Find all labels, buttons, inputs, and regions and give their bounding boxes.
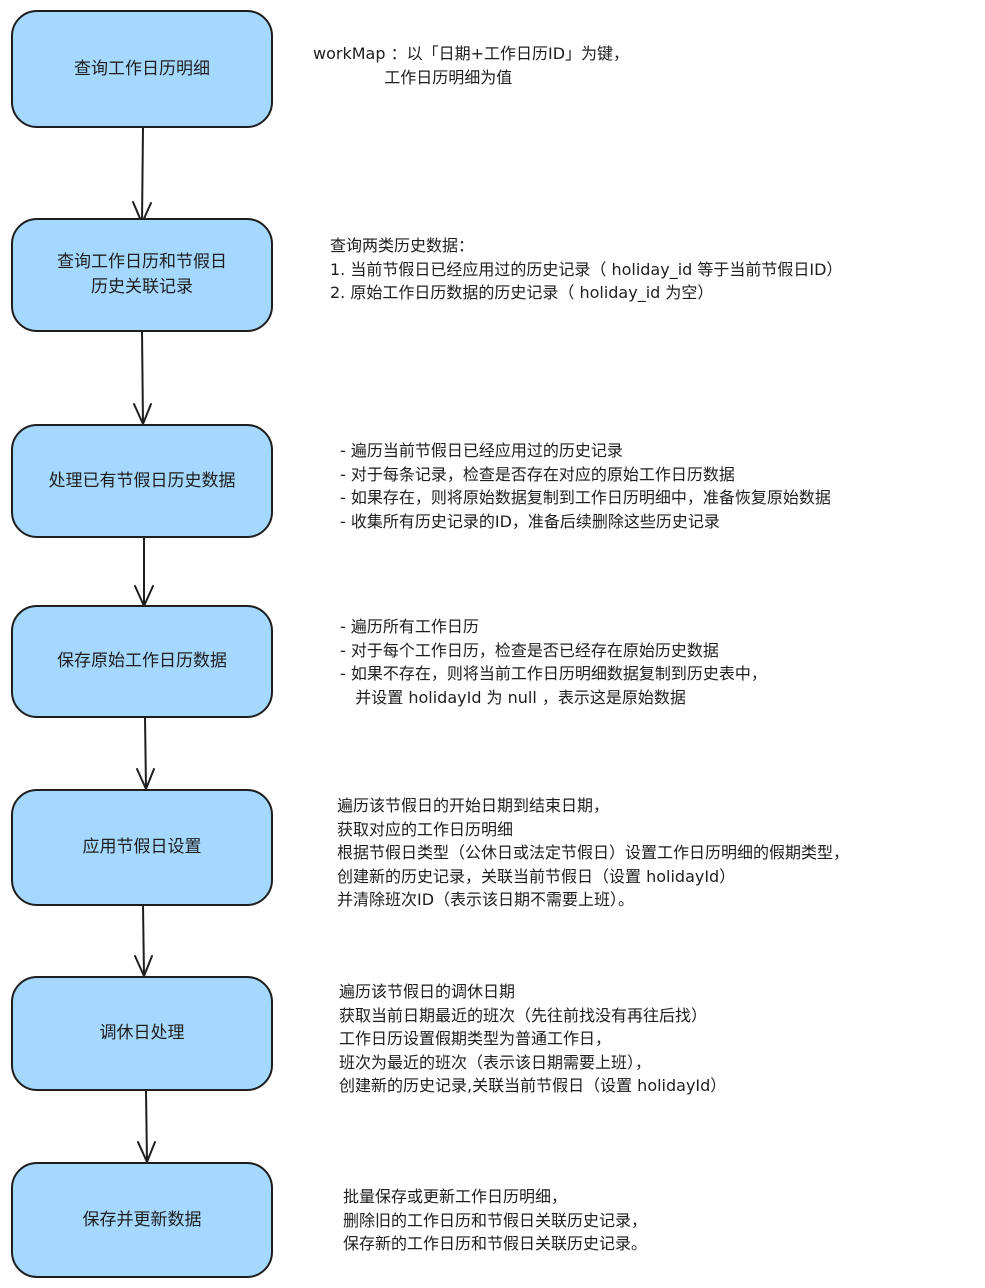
arrow-5-to-6	[134, 904, 153, 979]
note-line: 工作日历设置假期类型为普通工作日，	[339, 1029, 612, 1048]
step-box-make-up-day-processing: 调休日处理	[11, 976, 273, 1091]
note-line: - 如果存在，则将原始数据复制到工作日历明细中，准备恢复原始数据	[340, 488, 831, 507]
note-line: - 对于每条记录，检查是否存在对应的原始工作日历数据	[340, 464, 735, 484]
arrow-3-to-4	[134, 536, 154, 609]
note-line: 查询两类历史数据：	[330, 236, 475, 255]
note-line: - 遍历当前节假日已经应用过的历史记录	[340, 441, 623, 460]
step-label: 应用节假日设置	[82, 837, 202, 857]
note-line: 并清除班次ID（表示该日期不需要上班）。	[337, 890, 635, 909]
step-label: 查询工作日历和节假日 历史关联记录	[57, 252, 227, 297]
step-note-5: 遍历该节假日的开始日期到结束日期， 获取对应的工作日历明细 根据节假日类型（公休…	[337, 794, 849, 912]
step-label: 保存并更新数据	[82, 1209, 202, 1230]
step-label: 保存原始工作日历数据	[57, 651, 227, 671]
step-note-4: - 遍历所有工作日历 - 对于每个工作日历，检查是否已经存在原始历史数据 - 如…	[340, 615, 767, 709]
note-line: 创建新的历史记录,关联当前节假日（设置 holidayId）	[339, 1076, 727, 1095]
note-line: 遍历该节假日的调休日期	[339, 982, 516, 1001]
step-box-query-work-calendar-detail: 查询工作日历明细	[11, 10, 273, 128]
step-note-3: - 遍历当前节假日已经应用过的历史记录 - 对于每条记录，检查是否存在对应的原始…	[340, 439, 831, 533]
step-note-7: 批量保存或更新工作日历明细， 删除旧的工作日历和节假日关联历史记录， 保存新的工…	[343, 1185, 647, 1256]
arrow-2-to-3	[133, 330, 152, 427]
note-line: 工作日历明细为值	[313, 67, 513, 87]
step-box-save-and-update-data: 保存并更新数据	[11, 1162, 273, 1278]
note-line: 根据节假日类型（公休日或法定节假日）设置工作日历明细的假期类型，	[337, 843, 850, 862]
step-box-save-original-calendar-data: 保存原始工作日历数据	[11, 605, 273, 718]
note-line: 保存新的工作日历和节假日关联历史记录。	[343, 1234, 648, 1253]
note-line: - 如果不存在，则将当前工作日历明细数据复制到历史表中，	[340, 664, 767, 683]
step-label: 查询工作日历明细	[74, 58, 210, 79]
step-box-process-existing-holiday-history: 处理已有节假日历史数据	[11, 424, 273, 538]
note-line: workMap ：以「日期+工作日历ID」为键，	[313, 44, 630, 63]
step-note-6: 遍历该节假日的调休日期 获取当前日期最近的班次（先往前找没有再往后找） 工作日历…	[339, 980, 726, 1098]
arrow-4-to-5	[136, 716, 155, 792]
step-box-apply-holiday-settings: 应用节假日设置	[11, 789, 273, 906]
note-line: - 对于每个工作日历，检查是否已经存在原始历史数据	[340, 640, 719, 660]
arrow-6-to-7	[137, 1089, 156, 1165]
note-line: 删除旧的工作日历和节假日关联历史记录，	[343, 1210, 648, 1230]
note-line: 班次为最近的班次（表示该日期需要上班），	[339, 1052, 652, 1072]
note-line: 并设置 holidayId 为 null ，表示这是原始数据	[340, 687, 686, 707]
note-line: 获取对应的工作日历明细	[337, 819, 514, 839]
note-line: 获取当前日期最近的班次（先往前找没有再往后找）	[339, 1005, 708, 1025]
step-label: 处理已有节假日历史数据	[48, 470, 236, 491]
step-box-query-history-relations: 查询工作日历和节假日 历史关联记录	[11, 218, 273, 332]
note-line: 创建新的历史记录，关联当前节假日（设置 holidayId）	[337, 866, 736, 886]
step-note-1: workMap ：以「日期+工作日历ID」为键， 工作日历明细为值	[313, 42, 629, 89]
step-label: 调休日处理	[99, 1023, 185, 1043]
arrow-1-to-2	[132, 126, 152, 226]
note-line: - 收集所有历史记录的ID，准备后续删除这些历史记录	[340, 511, 720, 531]
note-line: 遍历该节假日的开始日期到结束日期，	[337, 796, 610, 815]
note-line: 2. 原始工作日历数据的历史记录（ holiday_id 为空）	[330, 283, 714, 302]
note-line: 批量保存或更新工作日历明细，	[343, 1187, 568, 1206]
note-line: - 遍历所有工作日历	[340, 617, 479, 636]
step-note-2: 查询两类历史数据： 1. 当前节假日已经应用过的历史记录（ holiday_id…	[330, 234, 842, 305]
note-line: 1. 当前节假日已经应用过的历史记录（ holiday_id 等于当前节假日ID…	[330, 259, 843, 279]
